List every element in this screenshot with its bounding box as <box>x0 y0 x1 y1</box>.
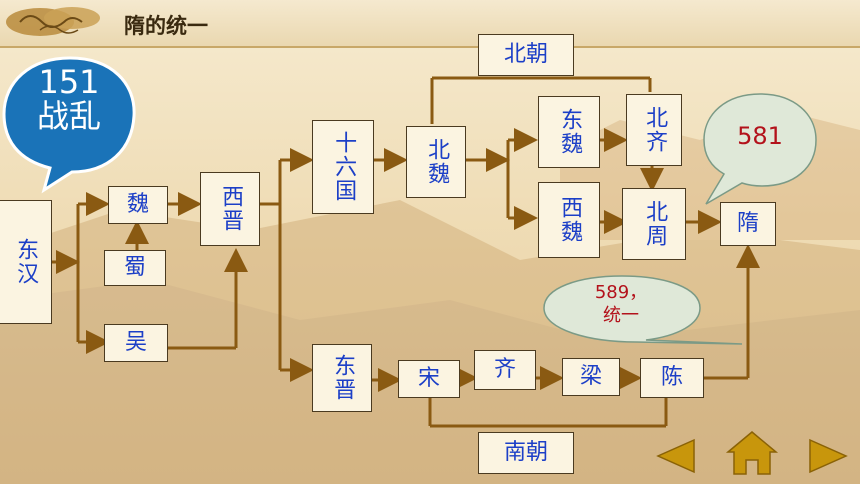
bubble-151-text: 151 战乱 <box>6 63 132 135</box>
node-shu: 蜀 <box>104 250 166 286</box>
bubble-589-shape <box>543 275 743 345</box>
home-icon[interactable] <box>724 428 780 478</box>
prev-arrow-icon[interactable] <box>654 436 698 476</box>
node-beiwei: 北魏 <box>406 126 466 198</box>
bubble-151-shape <box>2 56 136 194</box>
bubble-589-label: 统一 <box>603 304 639 326</box>
node-xiwei: 西魏 <box>538 182 600 258</box>
node-liang: 梁 <box>562 358 620 396</box>
bubble-581-shape <box>703 93 817 205</box>
cloud-ornament-icon <box>6 7 100 36</box>
node-wu: 吴 <box>104 324 168 362</box>
page-title: 隋的统一 <box>124 14 208 38</box>
bubble-589-year: 589， <box>594 282 648 303</box>
bubble-581-text: 581 <box>737 122 783 150</box>
node-sui: 隋 <box>720 202 776 246</box>
node-dongjin: 东晋 <box>312 344 372 412</box>
node-dongwei: 东魏 <box>538 96 600 168</box>
node-wei: 魏 <box>108 186 168 224</box>
node-nanchao: 南朝 <box>478 432 574 474</box>
node-beichao: 北朝 <box>478 34 574 76</box>
node-chen: 陈 <box>640 358 704 398</box>
node-shiliuguo: 十六国 <box>312 120 374 214</box>
bubble-151-label: 战乱 <box>36 96 101 135</box>
node-donghan: 东汉 <box>0 200 52 324</box>
bubble-151-year: 151 <box>38 63 100 101</box>
node-beiqi: 北齐 <box>626 94 682 166</box>
node-xijin: 西晋 <box>200 172 260 246</box>
bubble-589-text: 589， 统一 <box>556 282 686 327</box>
node-song: 宋 <box>398 360 460 398</box>
header-bar <box>0 0 860 48</box>
next-arrow-icon[interactable] <box>806 436 850 476</box>
node-qi: 齐 <box>474 350 536 390</box>
node-beizhou: 北周 <box>622 188 686 260</box>
